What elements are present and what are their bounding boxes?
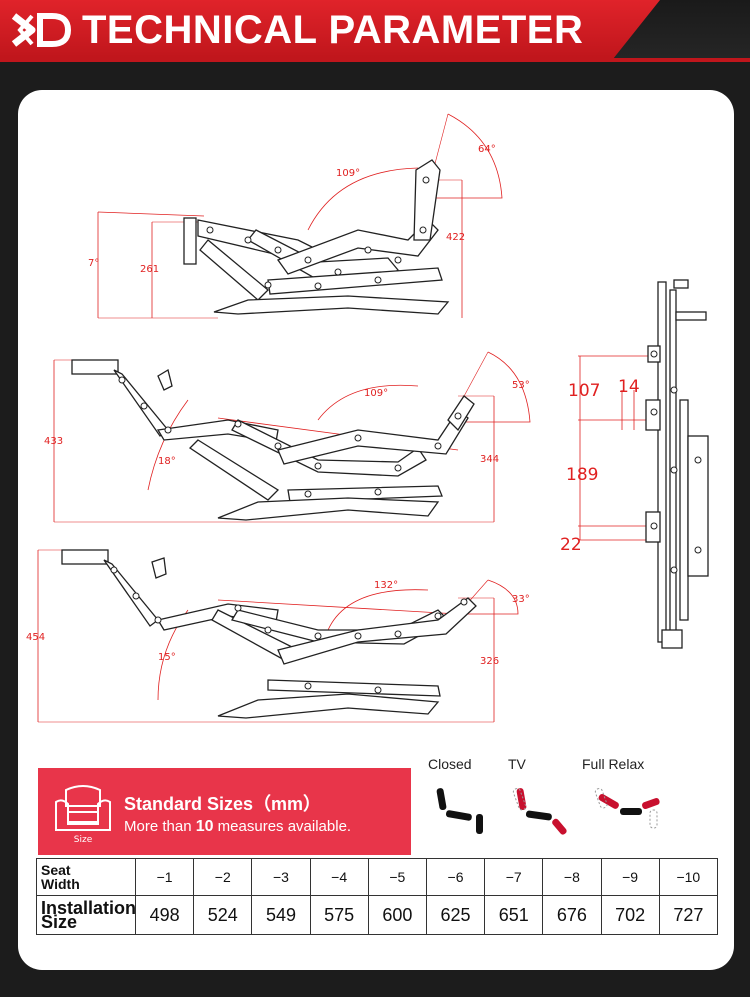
table-cell: 727 bbox=[658, 895, 719, 935]
sofa-size-icon: Size bbox=[55, 785, 111, 844]
closed-position-icon bbox=[436, 788, 483, 834]
table-cell: 676 bbox=[542, 895, 602, 935]
full-relax-position-icon bbox=[594, 787, 660, 829]
side-dim-offset: 14 bbox=[618, 377, 640, 397]
table-cell: 549 bbox=[251, 895, 311, 935]
mech3-dim-right: 326 bbox=[480, 656, 499, 667]
header-red-band bbox=[0, 0, 660, 58]
table-cell: −4 bbox=[309, 858, 369, 896]
mechanism-drawings: 7° 261 109° 64° 422 bbox=[26, 113, 709, 723]
table-cell: −2 bbox=[193, 858, 253, 896]
mech3-angle-back: 132° bbox=[374, 580, 398, 591]
banner-heading: Standard Sizes（mm） bbox=[124, 794, 322, 814]
table-cell: 498 bbox=[134, 895, 195, 935]
table-cell: −3 bbox=[251, 858, 311, 896]
side-view-drawing: 107 14 189 22 bbox=[560, 279, 709, 649]
page-header: XD TECHNICAL PARAMETER bbox=[0, 0, 750, 62]
size-icon-label: Size bbox=[74, 835, 93, 844]
page-title: TECHNICAL PARAMETER bbox=[82, 8, 584, 52]
mech2-angle-back: 109° bbox=[364, 388, 388, 399]
mechanism-tv-drawing: 433 18° 109° 53° 344 bbox=[44, 351, 531, 523]
table-cell: 651 bbox=[484, 895, 544, 935]
standard-sizes-banner: Size Standard Sizes（mm） More than 10 mea… bbox=[38, 768, 411, 855]
mech2-angle-foot: 53° bbox=[512, 380, 530, 391]
content-card: 7° 261 109° 64° 422 bbox=[18, 90, 734, 970]
mech3-angle-foot: 33° bbox=[512, 594, 530, 605]
banner-sub-number: 10 bbox=[195, 818, 214, 835]
table-cell: 702 bbox=[600, 895, 660, 935]
table-cell: −8 bbox=[542, 858, 602, 896]
table-cell: −6 bbox=[425, 858, 486, 896]
position-label-tv: TV bbox=[508, 756, 526, 772]
mech3-angle-tilt: 15° bbox=[158, 652, 176, 663]
mech3-dim-left: 454 bbox=[26, 632, 45, 643]
table-cell: 524 bbox=[193, 895, 253, 935]
mech1-dim-right: 422 bbox=[446, 232, 465, 243]
mech1-dim-left: 261 bbox=[140, 264, 159, 275]
table-cell: −1 bbox=[134, 858, 195, 896]
table-cell: −5 bbox=[367, 858, 427, 896]
table-cell: 575 bbox=[309, 895, 369, 935]
side-dim-bottom: 22 bbox=[560, 535, 582, 555]
seat-width-header-line2: Width bbox=[41, 876, 80, 892]
banner-sub-before: More than bbox=[124, 818, 196, 835]
installation-size-header-line1: Installation bbox=[41, 898, 136, 918]
seat-width-header-line1: Seat bbox=[41, 862, 71, 878]
position-label-full-relax: Full Relax bbox=[582, 756, 645, 772]
mechanism-closed-drawing: 7° 261 109° 64° 422 bbox=[88, 113, 503, 319]
table-cell: −10 bbox=[658, 858, 719, 896]
mech1-angle-tilt: 7° bbox=[88, 258, 99, 269]
mechanism-full-relax-drawing: 454 15° 132° 33° 326 bbox=[26, 549, 530, 723]
banner-sub-after: measures available. bbox=[213, 818, 352, 835]
position-label-closed: Closed bbox=[428, 756, 472, 772]
installation-size-header-line2: Size bbox=[41, 912, 78, 932]
table-cell: 625 bbox=[425, 895, 486, 935]
table-cell: −9 bbox=[600, 858, 660, 896]
banner-subtext: More than 10 measures available. bbox=[124, 818, 351, 836]
mech2-angle-tilt: 18° bbox=[158, 456, 176, 467]
mech1-angle-back: 109° bbox=[336, 168, 360, 179]
table-cell: 600 bbox=[367, 895, 427, 935]
side-dim-mid: 189 bbox=[566, 465, 598, 485]
table-cell: −7 bbox=[484, 858, 544, 896]
mech1-angle-foot: 64° bbox=[478, 144, 496, 155]
xd-logo: XD bbox=[11, 13, 72, 47]
mech2-dim-left: 433 bbox=[44, 436, 63, 447]
side-dim-top: 107 bbox=[568, 381, 600, 401]
header-underline bbox=[0, 58, 750, 62]
tv-position-icon bbox=[512, 787, 567, 835]
mech2-dim-right: 344 bbox=[480, 454, 499, 465]
